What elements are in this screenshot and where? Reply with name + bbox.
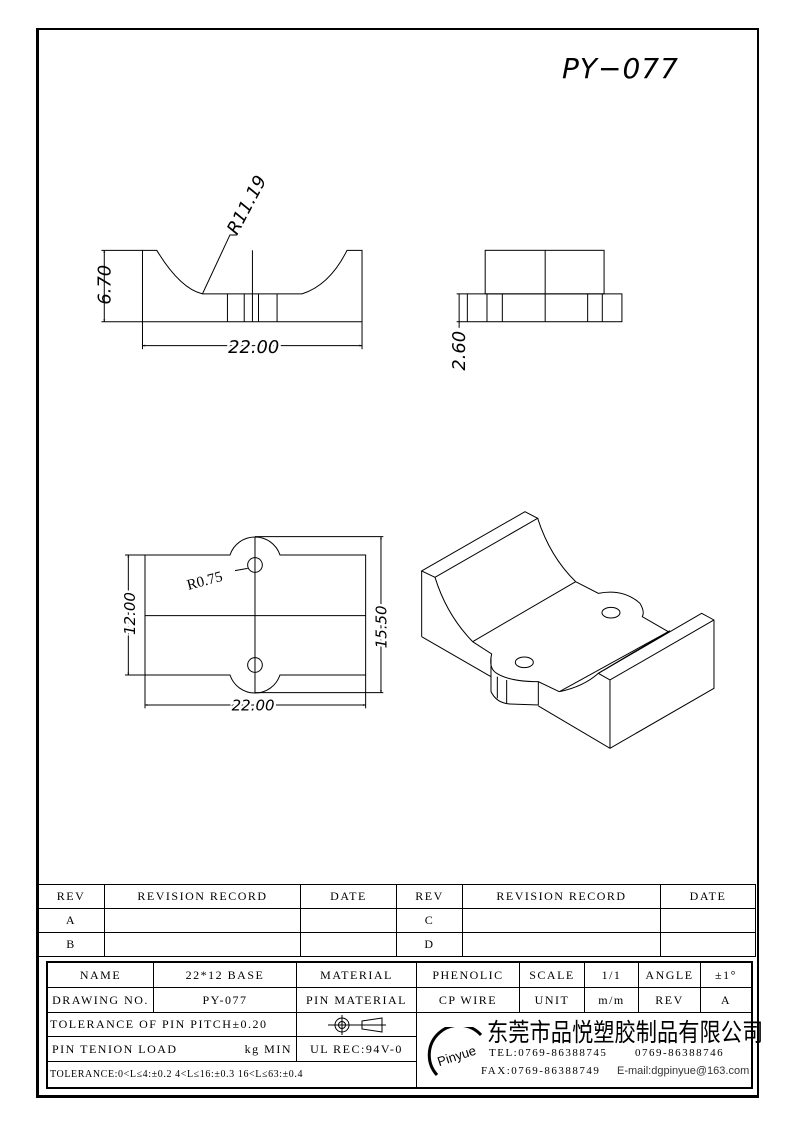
revision-record-header: REVISION RECORD [105, 884, 301, 909]
third-angle-projection-icon [327, 1014, 386, 1035]
company-tel-2: 0769-86388746 [635, 1047, 725, 1059]
isometric-view [420, 511, 715, 749]
hole-radius-dim: R0.75 [185, 569, 224, 594]
general-tolerance: TOLERANCE:0<L≤4:±0.2 4<L≤16:±0.3 16<L≤63… [48, 1062, 417, 1087]
date-cell [301, 909, 397, 933]
pin-material-label: PIN MATERIAL [297, 988, 417, 1013]
top-height-dim: 12.00 [121, 592, 139, 635]
angle-label: ANGLE [639, 963, 701, 988]
title-block [46, 961, 753, 1089]
drawing-no-value: PY-077 [154, 988, 297, 1013]
unit-label: UNIT [520, 988, 585, 1013]
date-header-2: DATE [661, 884, 756, 909]
scale-label: SCALE [520, 963, 585, 988]
company-fax: FAX:0769-86388749 [481, 1065, 601, 1077]
name-value: 22*12 BASE [154, 963, 297, 988]
unit-value: m/m [585, 988, 639, 1013]
front-height-dim: 6.70 [94, 265, 115, 305]
pin-tension-row: PIN TENION LOAD kg MIN [48, 1037, 297, 1062]
pin-tension-label: PIN TENION LOAD [52, 1041, 178, 1056]
date-cell [301, 933, 397, 957]
rev-cell: B [38, 933, 105, 957]
rev-value: A [701, 988, 751, 1013]
rev-header: REV [38, 884, 105, 909]
name-label: NAME [48, 963, 154, 988]
company-block: Pinyue 东莞市品悦塑胶制品有限公司 TEL:0769-86388745 0… [417, 1013, 763, 1088]
rev-cell: A [38, 909, 105, 933]
top-view [124, 536, 384, 709]
radius-dim: R11.19 [223, 172, 271, 238]
company-name: 东莞市品悦塑胶制品有限公司 [487, 1018, 764, 1047]
revision-record-cell [463, 933, 661, 957]
side-height-dim: 2.60 [449, 331, 470, 371]
drawing-frame [36, 28, 759, 1098]
top-width-dim: 22.00 [232, 697, 275, 715]
date-cell [661, 909, 756, 933]
side-view [456, 249, 623, 328]
top-overall-dim: 15.50 [373, 605, 391, 648]
drawing-title: PY−077 [562, 52, 679, 85]
drawing-no-label: DRAWING NO. [48, 988, 154, 1013]
front-view [101, 234, 363, 350]
angle-value: ±1° [701, 963, 751, 988]
pin-hole [247, 657, 263, 673]
rev-header-2: REV [397, 884, 463, 909]
revision-record-cell [463, 909, 661, 933]
revision-record-cell [105, 933, 301, 957]
material-value: PHENOLIC [417, 963, 520, 988]
logo-text: Pinyue [435, 1043, 477, 1070]
company-tel: TEL:0769-86388745 [489, 1047, 608, 1059]
front-width-dim: 22.00 [228, 337, 279, 358]
rev-label: REV [639, 988, 701, 1013]
pin-tension-unit: kg MIN [244, 1041, 292, 1056]
material-label: MATERIAL [297, 963, 417, 988]
pin-hole [247, 557, 263, 573]
company-email: E-mail:dgpinyue@163.com [617, 1065, 750, 1077]
pinyue-logo: Pinyue [427, 1027, 483, 1077]
pin-material-value: CP WIRE [417, 988, 520, 1013]
rev-cell: D [397, 933, 463, 957]
date-header: DATE [301, 884, 397, 909]
revision-record-header-2: REVISION RECORD [463, 884, 661, 909]
scale-value: 1/1 [585, 963, 639, 988]
projection-symbol [297, 1013, 417, 1037]
pin-pitch-tolerance: TOLERANCE OF PIN PITCH±0.20 [48, 1013, 297, 1037]
date-cell [661, 933, 756, 957]
rev-cell: C [397, 909, 463, 933]
revision-record-cell [105, 909, 301, 933]
ul-rec: UL REC:94V-0 [297, 1037, 417, 1062]
